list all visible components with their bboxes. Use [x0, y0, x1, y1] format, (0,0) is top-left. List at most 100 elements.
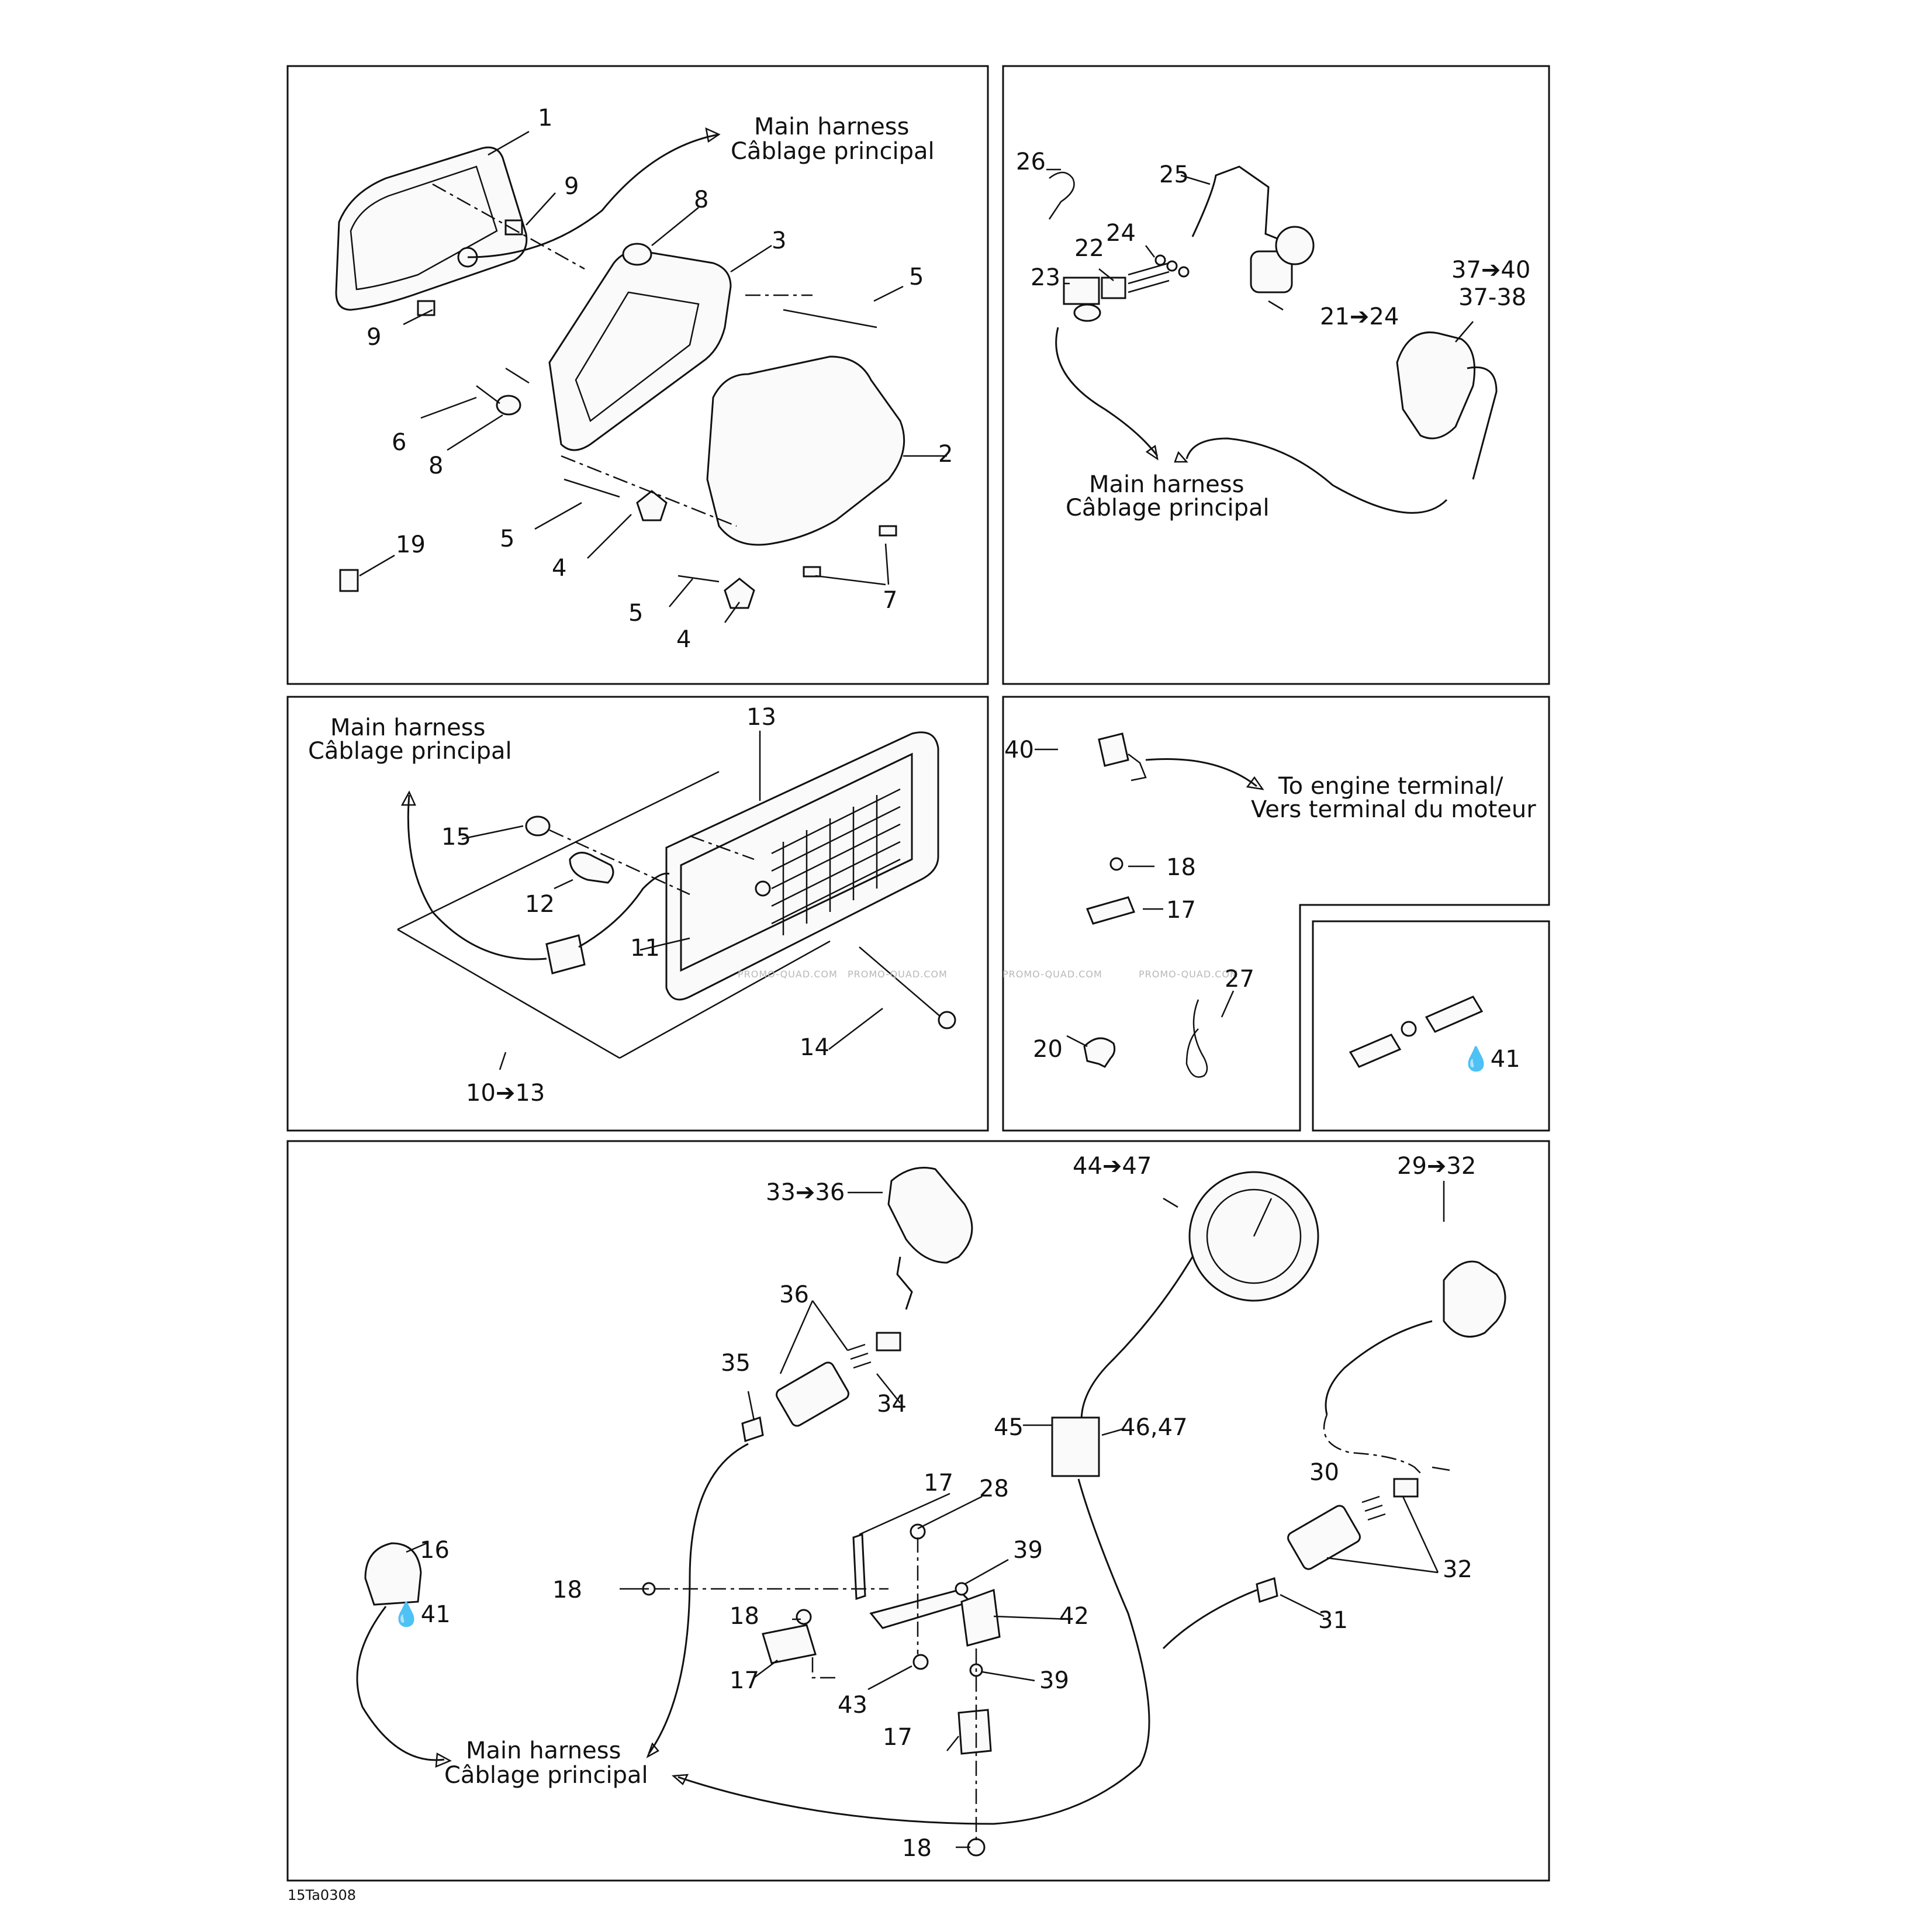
label-46-47: 46,47 [1121, 1414, 1188, 1441]
spring-6 [476, 385, 500, 404]
label-16: 16 [420, 1537, 450, 1564]
label-21-24: 21➔24 [1320, 303, 1399, 330]
headlight-group [335, 127, 947, 623]
watermark-3: PROMO-QUAD.COM [1002, 969, 1102, 980]
label-23: 23 [1031, 264, 1060, 291]
seal-24a [1154, 254, 1166, 266]
main-harness-en-3: Main harness [330, 714, 485, 741]
label-37-40: 37➔40 [1451, 257, 1530, 284]
label-24: 24 [1106, 220, 1136, 247]
label-28: 28 [979, 1475, 1009, 1502]
connector-female [1425, 996, 1484, 1033]
main-harness-fr-1: Câblage principal [731, 138, 935, 165]
gauge-44-wire [1080, 1256, 1194, 1421]
assembly-lines-3 [549, 829, 755, 896]
pilot-light-16 [364, 1542, 422, 1606]
bolt-5a [783, 309, 877, 329]
watermark-1: PROMO-QUAD.COM [738, 969, 838, 980]
harness-wire-3 [407, 794, 547, 960]
label-14: 14 [800, 1034, 829, 1061]
leader-lines-6 [406, 1181, 1450, 1848]
figure-code: 15Ta0308 [288, 1887, 356, 1903]
label-5b: 5 [500, 526, 514, 552]
label-31: 31 [1318, 1607, 1348, 1634]
switch-group [1046, 165, 1498, 514]
nut-43 [912, 1654, 929, 1670]
nut-15 [525, 815, 551, 837]
clip-17c [957, 1709, 992, 1755]
panel-switch [1002, 65, 1550, 685]
connector-23a [1063, 277, 1100, 305]
label-4a: 4 [552, 555, 566, 582]
pad-9a [504, 219, 523, 236]
harness-arrow-1 [705, 127, 721, 143]
headlight-housing [706, 355, 905, 546]
panel-connector [1312, 920, 1550, 1132]
watermark-4: PROMO-QUAD.COM [1139, 969, 1239, 980]
seal-24c [1178, 266, 1190, 278]
label-10-13: 10➔13 [466, 1080, 545, 1107]
label-18c: 18 [902, 1835, 932, 1862]
switch-knob [1275, 226, 1315, 265]
label-25: 25 [1159, 161, 1189, 188]
connector-36 [776, 1361, 849, 1427]
label-18a: 18 [552, 1577, 582, 1603]
label-41-p6: 💧41 [392, 1601, 451, 1628]
terminal-40 [1098, 732, 1129, 767]
label-18b: 18 [730, 1603, 759, 1630]
connector-group [1349, 996, 1484, 1068]
main-harness-en-1: Main harness [754, 113, 909, 140]
throttle-cable [1467, 366, 1498, 480]
label-40: 40 [1004, 737, 1034, 763]
watermark-2: PROMO-QUAD.COM [848, 969, 948, 980]
label-37-38: 37-38 [1458, 284, 1526, 311]
grommet-8 [622, 243, 652, 266]
harness-wire-31 [1162, 1589, 1257, 1650]
screw-14 [859, 946, 942, 1018]
nut-39a [955, 1582, 969, 1596]
gauge-33-wire [896, 1256, 913, 1310]
terminal-group [1035, 732, 1264, 1078]
label-17c: 17 [883, 1724, 912, 1751]
leader-lines [359, 130, 947, 623]
lock-31 [1256, 1577, 1278, 1603]
label-17a: 17 [924, 1470, 953, 1496]
label-26: 26 [1016, 148, 1046, 175]
plug-11 [545, 934, 586, 974]
bracket-28 [869, 1589, 972, 1629]
label-17b: 17 [730, 1667, 759, 1694]
tail-wire [578, 872, 670, 948]
bulb-12 [569, 852, 614, 884]
terminal-40-tab [1128, 754, 1147, 782]
connector-45 [1051, 1416, 1100, 1477]
label-41-p5: 💧41 [1461, 1045, 1520, 1073]
rivet-18b [796, 1609, 812, 1625]
label-32: 32 [1443, 1556, 1472, 1583]
panel-terminal [1002, 696, 1550, 1132]
leader-lines-2 [1046, 168, 1474, 343]
engine-terminal-en: To engine terminal/ [1278, 773, 1503, 800]
label-39a: 39 [1013, 1537, 1043, 1564]
terminals [1128, 262, 1170, 293]
gauge-33-36 [887, 1167, 973, 1264]
label-30: 30 [1309, 1459, 1339, 1486]
label-9b: 9 [367, 324, 381, 351]
label-9a: 9 [564, 173, 579, 200]
label-22: 22 [1074, 235, 1104, 262]
label-1: 1 [538, 105, 552, 132]
wire-25 [1191, 165, 1281, 241]
label-2: 2 [938, 441, 953, 468]
screw-18-p4 [1109, 857, 1123, 871]
label-29-32: 29➔32 [1397, 1153, 1476, 1180]
label-6: 6 [392, 429, 406, 456]
gauges-group [356, 1167, 1506, 1857]
harness-wire-45 [677, 1478, 1150, 1825]
bolt-5c [677, 575, 720, 583]
gauge-needle [1253, 1198, 1273, 1237]
main-harness-en-2: Main harness [1089, 471, 1244, 498]
harness-wire-16 [356, 1606, 445, 1761]
leader-lines-3 [461, 731, 883, 1070]
spring-6b [505, 367, 530, 384]
harness-arrows-2 [1145, 444, 1188, 463]
